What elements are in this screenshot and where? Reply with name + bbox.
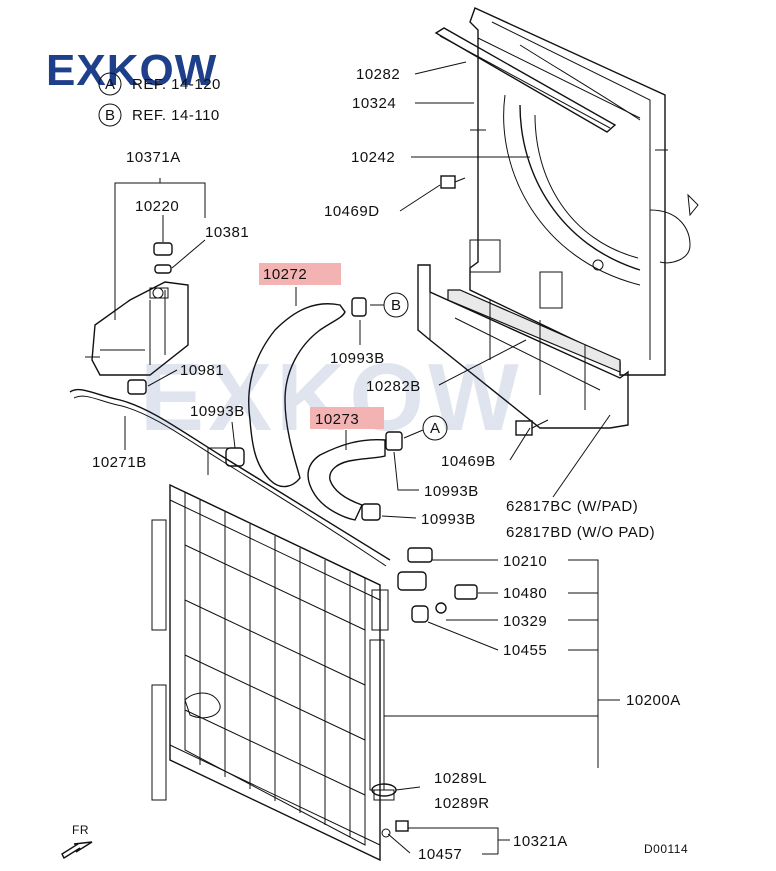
shroud-seal-strip-drawing <box>434 27 617 133</box>
label-10282b: 10282B <box>366 378 421 395</box>
label-10981: 10981 <box>180 362 224 379</box>
ref-b-text: REF. 14-110 <box>132 107 220 124</box>
overflow-hose-drawing <box>69 388 391 567</box>
label-10993b-mid: 10993B <box>424 483 479 500</box>
label-10220: 10220 <box>135 198 179 215</box>
label-10271b: 10271B <box>92 454 147 471</box>
ref-b-letter: B <box>105 107 116 124</box>
brand-logo: EXKOW <box>46 46 217 95</box>
label-62817bc: 62817BC (W/PAD) <box>506 498 638 515</box>
label-10469d: 10469D <box>324 203 380 220</box>
front-direction-label: FR <box>72 823 89 837</box>
highlight-10273 <box>310 407 384 429</box>
label-10272: 10272 <box>263 266 307 283</box>
ref-a-letter: A <box>105 76 116 93</box>
label-10455: 10455 <box>503 642 547 659</box>
highlight-10272 <box>259 263 341 285</box>
label-10469b: 10469B <box>441 453 496 470</box>
lower-shroud-drawing <box>417 264 629 429</box>
label-10381: 10381 <box>205 224 249 241</box>
callout-b: B <box>370 292 409 318</box>
callout-a-letter: A <box>430 420 441 437</box>
callout-b-letter: B <box>391 297 402 314</box>
drain-plug-10480-drawing <box>454 584 478 600</box>
label-10200a: 10200A <box>626 692 681 709</box>
label-62817bd: 62817BD (W/O PAD) <box>506 524 655 541</box>
radiator-cap-drawing <box>397 547 433 591</box>
front-direction-indicator: FR <box>61 823 93 860</box>
reference-key-b: B REF. 14-110 <box>98 103 220 127</box>
drain-cock-drawing <box>381 820 409 838</box>
label-10457: 10457 <box>418 846 462 863</box>
label-10242: 10242 <box>351 149 395 166</box>
label-10329: 10329 <box>503 613 547 630</box>
callout-a: A <box>403 415 448 441</box>
label-10371a: 10371A <box>126 149 181 166</box>
label-10324: 10324 <box>352 95 396 112</box>
label-10321a: 10321A <box>513 833 568 850</box>
reservoir-tank-drawing <box>85 281 189 376</box>
front-arrow-icon <box>61 841 93 860</box>
reservoir-cap-drawing <box>153 242 173 274</box>
hose-clamp-10981-drawing <box>127 379 147 395</box>
reference-key-a: A REF. 14-120 <box>98 72 221 96</box>
label-10480: 10480 <box>503 585 547 602</box>
leader-lines <box>114 61 620 855</box>
diagram-code: D00114 <box>644 842 688 856</box>
label-10210: 10210 <box>503 553 547 570</box>
label-10289l: 10289L <box>434 770 487 787</box>
brand-watermark: EXKOW <box>140 344 523 451</box>
label-10273: 10273 <box>315 411 359 428</box>
radiator-drawing <box>151 483 389 862</box>
ref-a-text: REF. 14-120 <box>132 76 221 93</box>
bolt-10469d-drawing <box>440 175 466 189</box>
label-10289r: 10289R <box>434 795 490 812</box>
plug-10455-drawing <box>411 605 429 623</box>
label-10993b-low: 10993B <box>421 511 476 528</box>
label-10282: 10282 <box>356 66 400 83</box>
washer-10329-drawing <box>435 602 447 614</box>
bolt-10469b-drawing <box>515 419 549 436</box>
label-10993b-left: 10993B <box>190 403 245 420</box>
fan-shroud-drawing <box>469 7 699 376</box>
label-10993b-top: 10993B <box>330 350 385 367</box>
lower-hose-drawing <box>307 431 403 521</box>
